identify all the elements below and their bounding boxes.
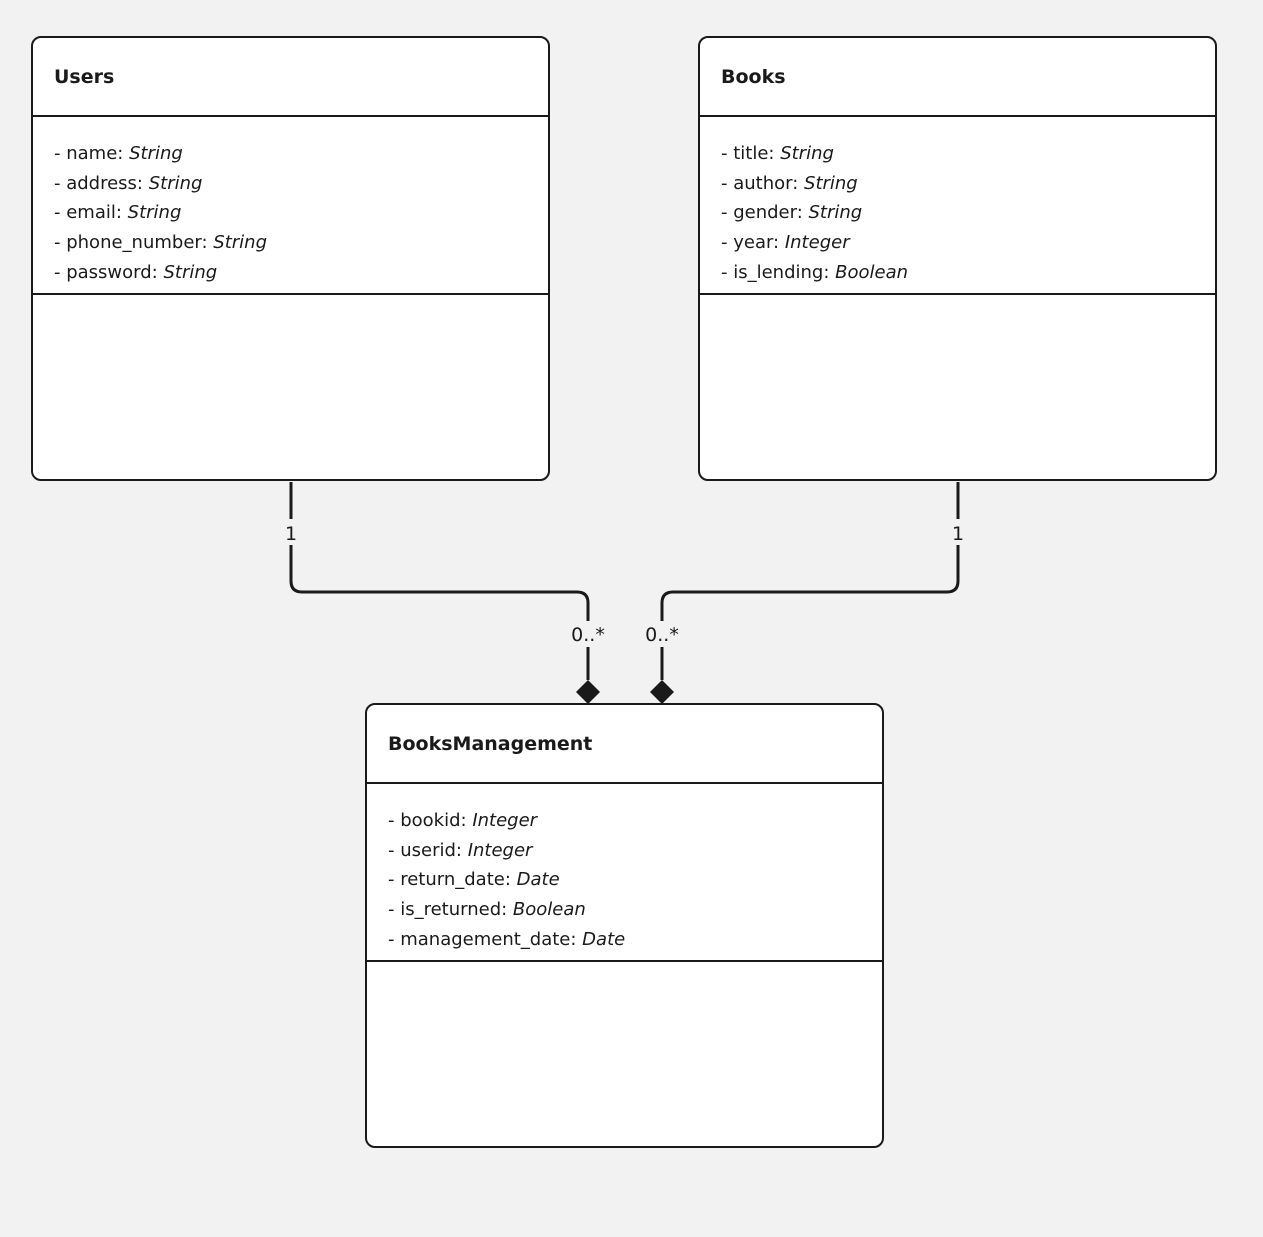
attribute: - management_date: Date (388, 925, 882, 955)
multiplicity-label: 1 (285, 523, 297, 545)
books-management-class-box[interactable]: BooksManagement - bookid: Integer - user… (365, 703, 884, 1148)
attribute-name: - userid: (388, 839, 468, 861)
attribute-name: - address: (54, 172, 149, 194)
multiplicity-label: 0..* (645, 624, 679, 646)
attribute-type: String (148, 172, 203, 194)
attribute-name: - phone_number: (54, 232, 214, 254)
attribute: - is_returned: Boolean (388, 895, 882, 925)
attribute: - gender: String (721, 198, 1215, 228)
attribute: - return_date: Date (388, 865, 882, 895)
attribute-name: - is_lending: (721, 261, 836, 283)
attribute-type: String (127, 202, 182, 224)
attribute-type: Boolean (835, 261, 909, 283)
composition-diamond-icon (650, 680, 674, 704)
attribute-name: - password: (54, 261, 164, 283)
users-association-line[interactable] (289, 482, 590, 680)
attribute-name: - author: (721, 172, 805, 194)
attribute-name: - bookid: (388, 810, 473, 831)
attribute-type: String (808, 202, 863, 224)
multiplicity-label-bg (567, 621, 609, 647)
multiplicity-label-bg (282, 519, 300, 545)
attribute-type: String (804, 172, 858, 194)
attributes-compartment: - title: String - author: String - gende… (700, 117, 1215, 295)
attribute-name: - email: (54, 202, 128, 224)
attribute: - name: String (54, 139, 548, 169)
attribute-type: String (163, 261, 218, 283)
class-name: Users (33, 38, 548, 117)
attribute-type: String (213, 232, 267, 254)
attribute: - is_lending: Boolean (721, 258, 1215, 288)
attribute: - bookid: Integer (388, 806, 882, 836)
attribute: - userid: Integer (388, 836, 882, 866)
books-class-box[interactable]: Books - title: String - author: String -… (698, 36, 1217, 481)
attributes-compartment: - name: String - address: String - email… (33, 117, 548, 295)
composition-diamond-icon (576, 680, 600, 704)
attribute-name: - return_date: (388, 869, 517, 891)
books-association-line[interactable] (660, 482, 960, 680)
attribute-type: String (780, 143, 834, 164)
users-class-box[interactable]: Users - name: String - address: String -… (31, 36, 550, 481)
attributes-compartment: - bookid: Integer - userid: Integer - re… (367, 784, 882, 962)
attribute-type: Date (516, 869, 560, 891)
attribute-name: - name: (54, 143, 130, 164)
multiplicity-label: 0..* (571, 624, 605, 646)
attribute-type: Integer (784, 232, 850, 254)
attribute: - title: String (721, 139, 1215, 169)
attribute: - email: String (54, 198, 548, 228)
class-name: Books (700, 38, 1215, 117)
attribute: - year: Integer (721, 228, 1215, 258)
attribute-type: Date (582, 928, 626, 950)
attribute: - author: String (721, 169, 1215, 199)
multiplicity-label-bg (641, 621, 683, 647)
attribute-name: - title: (721, 143, 781, 164)
attribute-name: - management_date: (388, 928, 583, 950)
attribute: - address: String (54, 169, 548, 199)
attribute-type: String (129, 143, 183, 164)
attribute-type: Integer (467, 839, 533, 861)
multiplicity-label-bg (949, 519, 967, 545)
attribute-type: Integer (472, 810, 538, 831)
multiplicity-label: 1 (952, 523, 964, 545)
attribute: - phone_number: String (54, 228, 548, 258)
attribute-type: Boolean (512, 899, 586, 921)
class-name: BooksManagement (367, 705, 882, 784)
attribute-name: - gender: (721, 202, 809, 224)
attribute: - password: String (54, 258, 548, 288)
attribute-name: - is_returned: (388, 899, 513, 921)
attribute-name: - year: (721, 232, 785, 254)
